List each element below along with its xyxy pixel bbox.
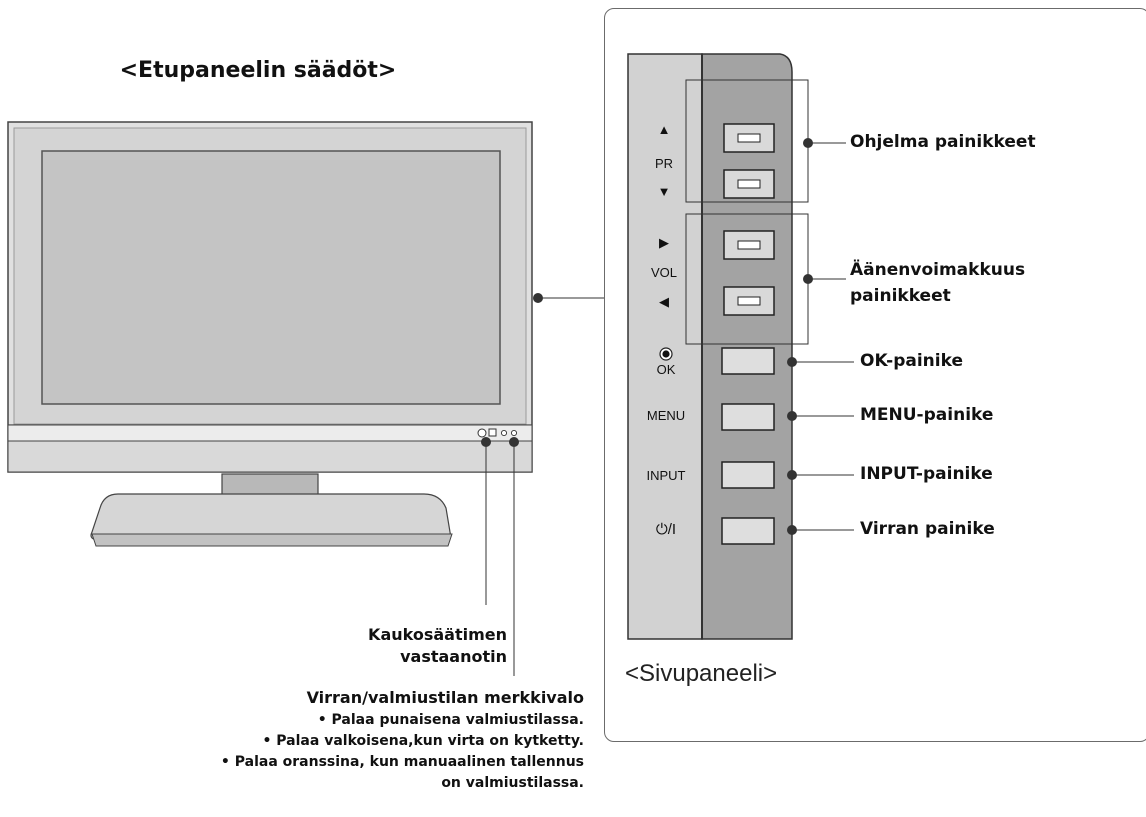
pr-down-arrow: ▼ <box>657 184 671 199</box>
vol-label: VOL <box>650 265 677 280</box>
indicator-note-4: on valmiustilassa. <box>441 775 584 791</box>
remote-receiver-line2: vastaanotin <box>400 647 507 666</box>
menu-button-label: MENU-painike <box>860 405 994 425</box>
indicator-note-1: • Palaa punaisena valmiustilassa. <box>317 712 584 728</box>
side-panel-title: <Sivupaneeli> <box>625 660 778 687</box>
tv-body <box>7 121 604 676</box>
pr-label: PR <box>654 156 674 171</box>
side-panel-strip <box>627 53 854 640</box>
power-label: ⏻/I <box>655 521 677 538</box>
ok-label: OK <box>656 362 676 377</box>
power-button-label: Virran painike <box>860 519 995 539</box>
front-panel-title: <Etupaneelin säädöt> <box>119 58 397 83</box>
input-label: INPUT <box>646 468 686 483</box>
remote-receiver-label: Kaukosäätimen vastaanotin <box>368 624 507 668</box>
vol-up-arrow: ▶ <box>659 235 669 250</box>
indicator-note-3: • Palaa oranssina, kun manuaalinen talle… <box>220 754 584 770</box>
pr-up-arrow: ▲ <box>657 122 671 137</box>
input-button-label: INPUT-painike <box>860 464 993 484</box>
ok-button-label: OK-painike <box>860 351 963 371</box>
tv-stand <box>90 473 453 547</box>
vol-down-arrow: ◀ <box>659 294 669 309</box>
volume-buttons-label-line2: painikkeet <box>850 286 951 306</box>
remote-receiver-line1: Kaukosäätimen <box>368 625 507 644</box>
menu-label: MENU <box>646 408 686 423</box>
program-buttons-label: Ohjelma painikkeet <box>850 132 1036 152</box>
indicator-notes: Virran/valmiustilan merkkivalo • Palaa p… <box>221 686 584 794</box>
indicator-note-2: • Palaa valkoisena,kun virta on kytketty… <box>262 733 584 749</box>
indicator-title: Virran/valmiustilan merkkivalo <box>306 688 584 707</box>
volume-buttons-label-line1: Äänenvoimakkuus <box>850 260 1026 280</box>
side-panel-frame <box>604 8 1146 742</box>
